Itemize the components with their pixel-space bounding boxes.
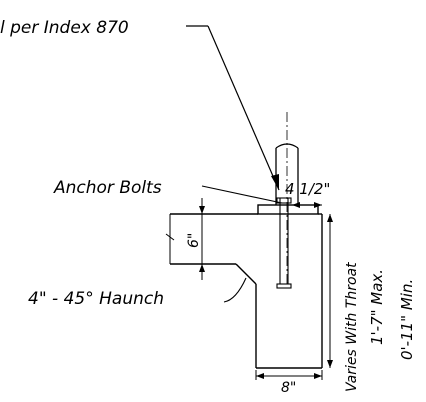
anchor-bolts-label: Anchor Bolts <box>53 178 162 198</box>
width-dim <box>255 370 323 380</box>
haunch-leader <box>223 277 247 303</box>
post-note-label: l per Index 870 <box>0 18 129 38</box>
haunch-line <box>235 263 257 285</box>
max-height-label: 1'-7" Max. <box>368 269 386 345</box>
bolt-spacing-label: 4 1/2" <box>285 180 330 198</box>
height-dim <box>327 214 333 368</box>
varies-note: Varies With Throat <box>344 262 360 392</box>
anchor-bolts <box>276 197 292 289</box>
depth-dim <box>198 198 206 280</box>
post-note-leader <box>186 25 280 191</box>
anchor-bolts-leader <box>201 185 283 204</box>
haunch-label: 4" - 45° Haunch <box>28 289 164 309</box>
depth-label: 6" <box>186 233 202 248</box>
curb-section-outline <box>170 213 323 369</box>
break-line <box>165 214 175 264</box>
width-label: 8" <box>281 380 296 396</box>
min-height-label: 0'-11" Min. <box>398 279 416 360</box>
bolt-spacing-dim <box>292 202 322 208</box>
